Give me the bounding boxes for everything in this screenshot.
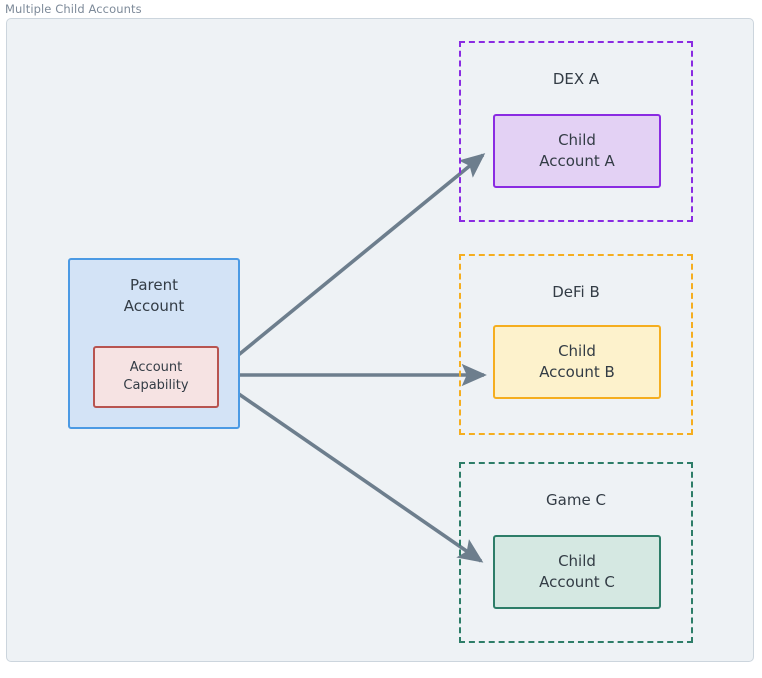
- child-account-c-label-line1: Child: [558, 552, 596, 570]
- group-game-c-label: Game C: [546, 491, 606, 509]
- child-account-c-label-line2: Account C: [539, 573, 615, 591]
- group-defi-b: DeFi B: [459, 254, 693, 435]
- edge-capability-to-child-a: [218, 153, 486, 372]
- group-defi-b-label: DeFi B: [552, 283, 600, 301]
- child-account-c-node[interactable]: Child Account C: [493, 535, 661, 609]
- edge-capability-to-child-c: [218, 379, 484, 563]
- diagram-title: Multiple Child Accounts: [5, 2, 142, 16]
- account-capability-label-line2: Capability: [123, 378, 189, 393]
- child-account-b-node[interactable]: Child Account B: [493, 325, 661, 399]
- child-account-a-label-line1: Child: [558, 131, 596, 149]
- child-account-a-label-line2: Account A: [539, 152, 615, 170]
- child-account-b-label-line1: Child: [558, 342, 596, 360]
- account-capability-node[interactable]: Account Capability: [93, 346, 219, 408]
- parent-account-node[interactable]: Parent Account Account Capability: [68, 258, 240, 429]
- parent-account-label-line2: Account: [123, 297, 185, 315]
- group-game-c: Game C: [459, 462, 693, 643]
- group-dex-a-label: DEX A: [552, 70, 600, 88]
- parent-account-label-line1: Parent: [129, 276, 179, 294]
- child-account-b-label-line2: Account B: [539, 363, 615, 381]
- account-capability-label-line1: Account: [129, 360, 183, 375]
- child-account-a-node[interactable]: Child Account A: [493, 114, 661, 188]
- group-dex-a: DEX A: [459, 41, 693, 222]
